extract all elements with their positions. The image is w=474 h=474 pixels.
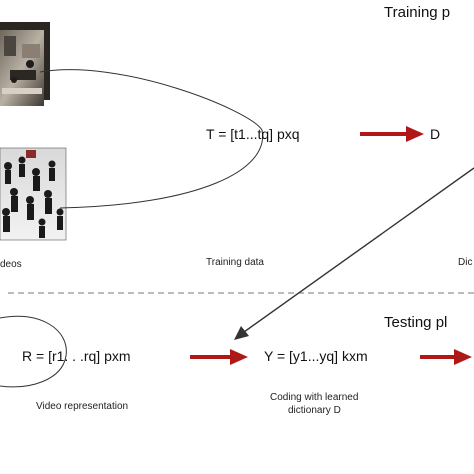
coding-caption-line1: Coding with learned [270,392,359,403]
coding-caption-line2: dictionary D [288,405,341,416]
training-data-caption: Training data [206,257,264,268]
dictionary-to-coding-arrow [234,167,474,340]
dictionary-caption: Dic [458,257,473,268]
testing-matrix-label: R = [r1. . .rq] pxm [22,348,131,364]
dictionary-label: D [430,126,441,142]
video-representation-caption: Video representation [36,401,129,412]
testing-red-arrow-1 [190,349,248,365]
coding-label: Y = [y1...yq] kxm [264,348,368,364]
training-loop-curve [39,69,264,209]
training-matrix-label: T = [t1...tq] pxq [206,126,300,142]
testing-red-arrow-2 [420,349,472,365]
video-frames-top-icon [0,22,50,106]
videos-caption: deos [0,259,22,270]
training-phase-title: Training p [384,4,451,21]
training-red-arrow [360,126,424,142]
video-frames-bottom-icon [0,147,67,241]
testing-loop-curve [0,315,67,388]
testing-phase-title: Testing pl [384,314,448,331]
